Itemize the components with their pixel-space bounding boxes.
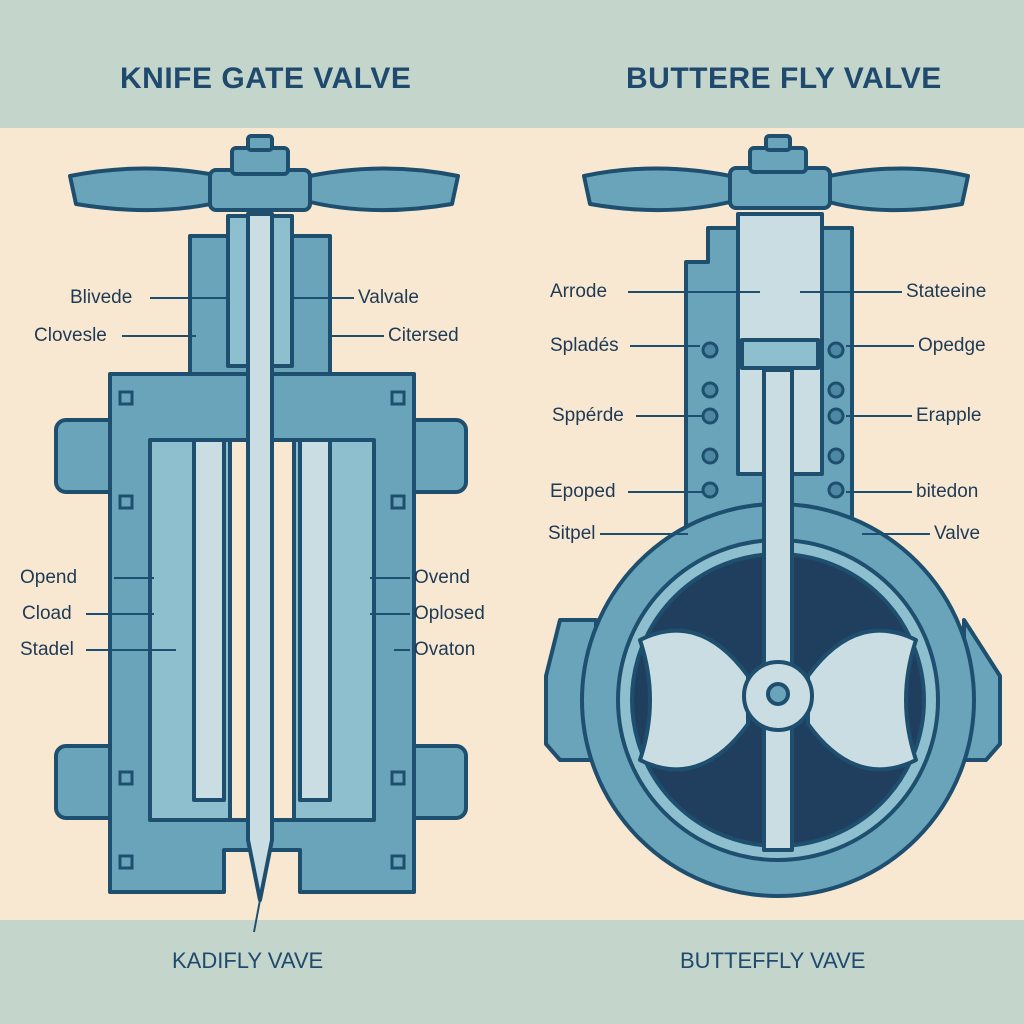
- knife-label-left-4: Cload: [22, 603, 72, 624]
- knife-stem-cap: [246, 134, 274, 152]
- butterfly-label-right-1: Stateeine: [906, 281, 987, 302]
- knife-label-right-1: Valvale: [358, 287, 419, 308]
- knife-label-left-5: Stadel: [20, 639, 74, 660]
- knife-label-right-4: Oplosed: [414, 603, 485, 624]
- butterfly-shaft-pin: [766, 682, 790, 706]
- butterfly-stem-collar: [740, 338, 820, 370]
- knife-column-right: [298, 438, 332, 802]
- butterfly-label-right-5: Valve: [934, 523, 981, 544]
- butterfly-label-right-3: Erapple: [916, 405, 982, 426]
- knife-handwheel: [68, 166, 232, 213]
- butterfly-stem-cap: [764, 134, 792, 152]
- butterfly-disc-left: [638, 628, 750, 772]
- knife-handwheel-right: [298, 166, 460, 213]
- butterfly-bolts: [701, 341, 845, 499]
- butterfly-label-left-4: Epoped: [550, 481, 616, 502]
- butterfly-disc-right: [806, 628, 918, 772]
- knife-column-left: [192, 438, 226, 802]
- butterfly-label-right-4: bitedon: [916, 481, 979, 502]
- butterfly-label-left-5: Sitpel: [548, 523, 596, 544]
- butterfly-label-left-3: Sppérde: [552, 405, 624, 426]
- knife-label-left-3: Opend: [20, 567, 78, 588]
- butterfly-handwheel-right: [818, 166, 970, 213]
- butterfly-valve: [544, 134, 1002, 898]
- butterfly-title: BUTTERE FLY VALVE: [626, 62, 942, 95]
- knife-pointer-line: [253, 899, 261, 933]
- knife-blade: [246, 212, 274, 902]
- butterfly-shaft: [762, 368, 794, 852]
- butterfly-label-left-2: Spladés: [550, 335, 619, 356]
- butterfly-handwheel-left: [582, 166, 742, 213]
- knife-label-right-3: Ovend: [414, 567, 470, 588]
- knife-gate-title: KNIFE GATE VALVE: [120, 62, 412, 95]
- knife-label-left-2: Clovesle: [34, 325, 107, 346]
- knife-bolts: [118, 390, 406, 870]
- butterfly-leaders: [600, 291, 930, 535]
- knife-label-left-1: Blivede: [70, 287, 133, 308]
- knife-leaders: [86, 297, 410, 651]
- knife-gate-valve: [54, 134, 468, 933]
- butterfly-label-right-2: Opedge: [918, 335, 986, 356]
- butterfly-caption: BUTTEFFLY VAVE: [680, 948, 866, 973]
- knife-label-right-5: Ovaton: [414, 639, 476, 660]
- knife-label-right-2: Citersed: [388, 325, 459, 346]
- knife-gate-caption: KADIFLY VAVE: [172, 948, 324, 973]
- butterfly-label-left-1: Arrode: [550, 281, 608, 302]
